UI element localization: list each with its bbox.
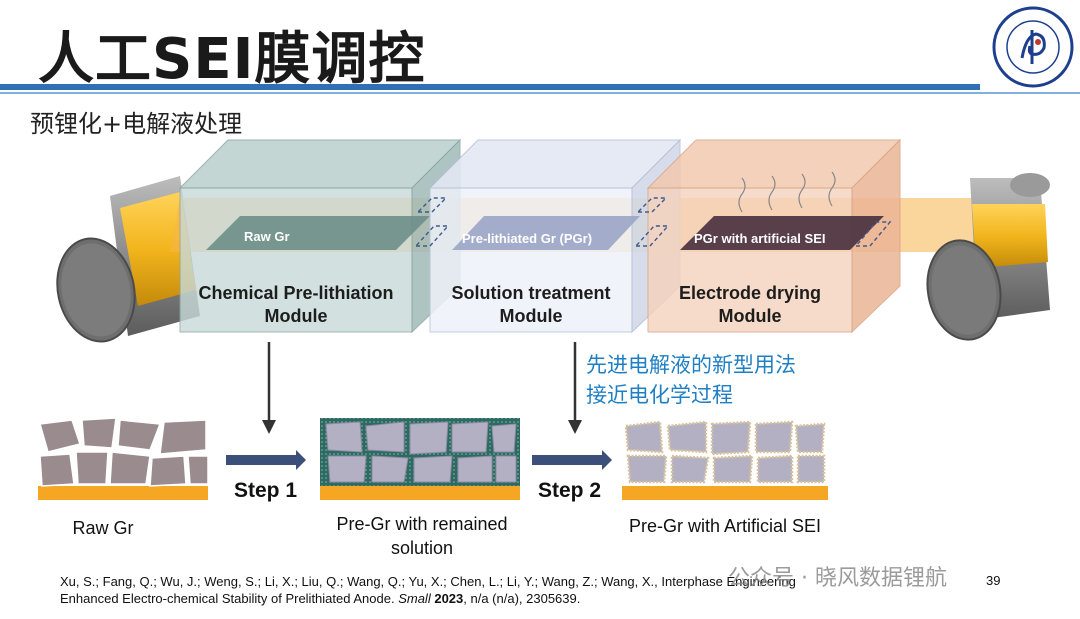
citation-journal: Small bbox=[398, 591, 431, 606]
module-connectors bbox=[414, 197, 892, 247]
note-line2: 接近电化学过程 bbox=[586, 383, 733, 407]
module-label-line2: Module bbox=[499, 306, 563, 326]
module-label-line1: Solution treatment bbox=[451, 283, 611, 303]
arrow-down-left bbox=[262, 342, 276, 434]
right-roller bbox=[926, 173, 1050, 341]
module-label-drying: Electrode drying Module bbox=[648, 282, 852, 328]
module-label-line2: Module bbox=[718, 306, 782, 326]
arrow-down-right bbox=[568, 342, 582, 434]
citation-year: 2023 bbox=[434, 591, 464, 606]
step1-arrow bbox=[226, 450, 306, 470]
caption-line2: solution bbox=[390, 538, 454, 558]
panel-artificial-sei bbox=[622, 420, 828, 500]
page-title: 人工SEI膜调控 bbox=[38, 27, 426, 92]
caption-pregr-solution: Pre-Gr with remained solution bbox=[306, 512, 538, 560]
strip-label-pgr-sei: PGr with artificial SEI bbox=[694, 231, 826, 246]
left-roller bbox=[56, 176, 200, 343]
citation: Xu, S.; Fang, Q.; Wu, J.; Weng, S.; Li, … bbox=[60, 573, 796, 607]
strip-label-pgr: Pre-lithiated Gr (PGr) bbox=[462, 231, 593, 246]
strip-label-raw-gr: Raw Gr bbox=[244, 229, 290, 244]
module-label-line1: Electrode drying bbox=[678, 283, 822, 303]
page-number: 39 bbox=[986, 573, 1001, 588]
note-line1: 先进电解液的新型用法 bbox=[586, 353, 796, 377]
institute-logo bbox=[992, 6, 1074, 88]
citation-title: Enhanced Electro-chemical Stability of P… bbox=[60, 591, 399, 606]
caption-raw-gr: Raw Gr bbox=[72, 518, 134, 538]
citation-line1: Xu, S.; Fang, Q.; Wu, J.; Weng, S.; Li, … bbox=[60, 574, 796, 589]
watermark: 公众号 · 晓风数据锂航 bbox=[728, 566, 947, 591]
subtitle: 预锂化+电解液处理 bbox=[30, 110, 243, 138]
caption-artificial-sei: Pre-Gr with Artificial SEI bbox=[628, 516, 822, 536]
caption-line1: Pre-Gr with remained bbox=[336, 514, 508, 534]
step1-label: Step 1 bbox=[234, 479, 298, 502]
electrolyte-note: 先进电解液的新型用法 接近电化学过程 bbox=[586, 350, 796, 410]
title-underline-thin bbox=[0, 92, 1080, 94]
panel-raw-gr bbox=[38, 417, 209, 500]
step2-arrow bbox=[532, 450, 612, 470]
citation-tail: , n/a (n/a), 2305639. bbox=[463, 591, 581, 606]
title-underline-band bbox=[0, 84, 980, 90]
step2-label: Step 2 bbox=[538, 479, 602, 502]
module-label-line1: Chemical Pre-lithiation bbox=[198, 283, 394, 303]
panel-pregr-solution bbox=[320, 418, 520, 500]
module-label-chemical: Chemical Pre-lithiation Module bbox=[180, 282, 412, 328]
module-label-line2: Module bbox=[264, 306, 328, 326]
module-label-solution: Solution treatment Module bbox=[430, 282, 632, 328]
module-electrode-drying bbox=[646, 138, 902, 334]
citation-line2: Enhanced Electro-chemical Stability of P… bbox=[60, 590, 796, 607]
